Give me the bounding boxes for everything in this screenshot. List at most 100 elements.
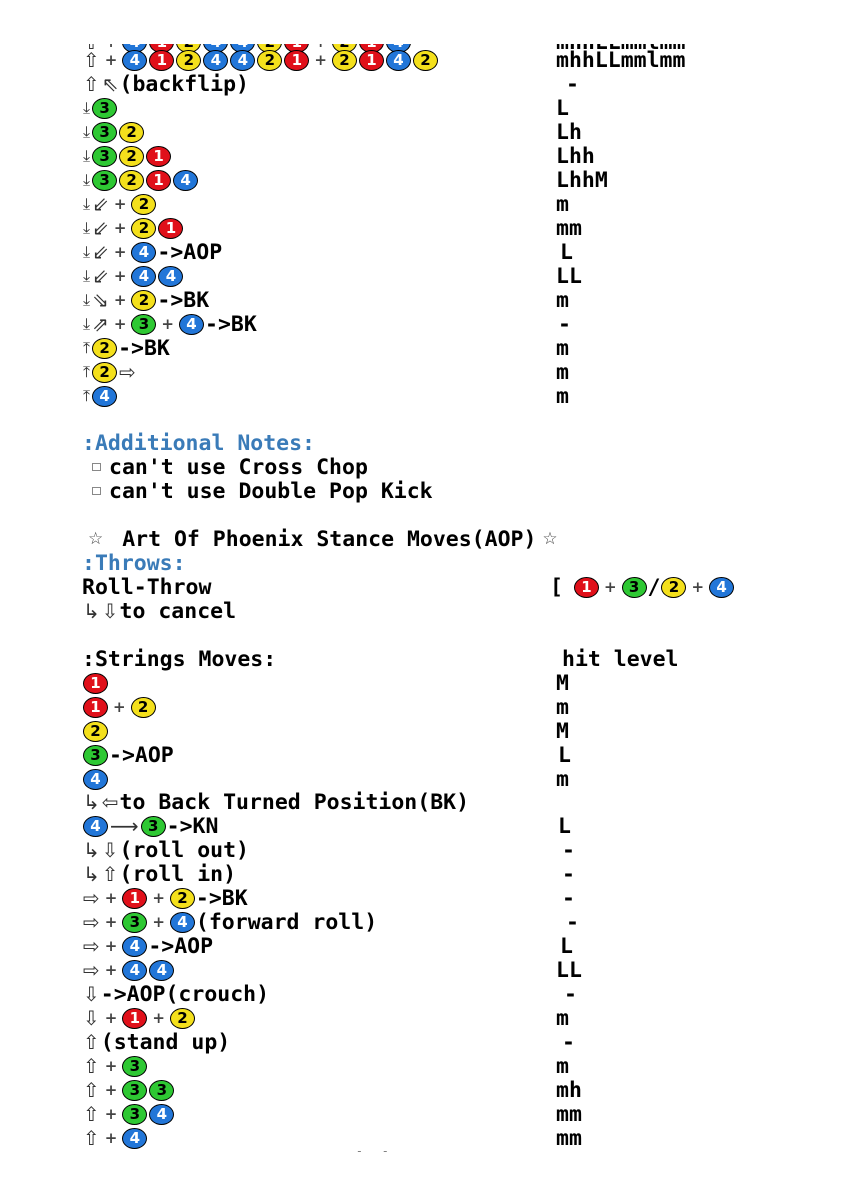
direction-arrow-icon: ⤒	[83, 338, 91, 357]
plus-icon: +	[152, 913, 165, 931]
button-2-icon: 2	[83, 720, 108, 742]
direction-arrow-icon: ⇘	[92, 288, 109, 312]
plus-icon: +	[152, 1009, 165, 1027]
hit-level: -	[566, 909, 579, 935]
move-command: ⇩+1+2	[82, 1006, 196, 1030]
plus-icon: +	[104, 1129, 118, 1147]
move-command: can't use Double Pop Kick	[82, 479, 433, 504]
button-2-icon: 2	[92, 361, 118, 383]
move-row: ⤒2⇨m	[0, 360, 843, 385]
button-3-icon: 3	[621, 576, 647, 598]
button-4-icon: 4	[203, 49, 229, 71]
button-4-icon: 4	[131, 265, 157, 287]
button-2-icon: 2	[331, 49, 357, 71]
move-row: ⇨+3+4(forward roll)-	[0, 909, 843, 935]
move-text: ->KN	[166, 813, 219, 839]
move-row: ⤓⇗+3+4->BK-	[0, 311, 843, 337]
move-command: :Throws:	[82, 551, 186, 576]
direction-arrow-icon: ⇧	[83, 1078, 100, 1102]
hit-level: -	[562, 861, 575, 887]
plus-icon: +	[113, 219, 127, 237]
move-text: (roll out)	[119, 837, 249, 863]
hit-level: LL	[556, 263, 582, 289]
button-2-icon: 2	[119, 145, 145, 167]
hit-level: m	[556, 383, 569, 409]
direction-arrow-icon: ⇩	[83, 1006, 100, 1030]
button-2-icon: 2	[130, 696, 156, 718]
move-row: :Additional Notes:	[0, 431, 843, 456]
move-row: ⤓⇙+2 m	[0, 191, 843, 217]
move-text: can't use Cross Chop	[109, 454, 368, 480]
button-2-icon: 2	[661, 576, 687, 598]
move-command: ⤓⇙+2	[82, 192, 157, 216]
plus-icon: +	[161, 315, 174, 333]
direction-arrow-icon: ↳	[83, 790, 100, 814]
button-4-icon: 4	[149, 1103, 175, 1125]
move-command: ⤓⇘+2->BK	[82, 288, 209, 313]
plus-icon: +	[104, 1105, 118, 1123]
button-1-icon: 1	[149, 49, 175, 71]
throw-input: [1+3/2+4	[550, 574, 735, 600]
move-row: :Strings Moves:hit level	[0, 647, 843, 672]
move-command: :Additional Notes:	[82, 431, 315, 456]
move-row: can't use Double Pop Kick	[0, 479, 843, 504]
move-row: ↳⇦to Back Turned Position(BK)	[0, 790, 843, 815]
move-command: ⤓3	[82, 96, 118, 120]
move-text: ->AOP	[157, 239, 223, 265]
button-1-icon: 1	[146, 169, 172, 191]
hit-level: mm	[556, 1101, 582, 1127]
direction-arrow-icon: ⤓	[83, 266, 91, 285]
plus-icon: +	[113, 267, 127, 285]
move-command: can't use Cross Chop	[82, 454, 368, 480]
hit-level: mm	[556, 215, 582, 241]
hit-level: LL	[556, 957, 582, 983]
move-command: ⇧+4	[82, 1126, 148, 1150]
plus-icon: +	[603, 578, 617, 596]
direction-arrow-icon: ⤓	[83, 194, 91, 213]
hit-level: M	[556, 670, 569, 696]
move-text: (backflip)	[119, 71, 249, 97]
button-2-icon: 2	[412, 49, 438, 71]
move-text: ->BK	[118, 335, 170, 361]
button-4-icon: 4	[122, 49, 148, 71]
button-4-icon: 4	[122, 935, 148, 957]
button-1-icon: 1	[83, 672, 108, 694]
direction-arrow-icon: ⤓	[83, 290, 91, 309]
hit-level: mhhLLmmlmm	[556, 47, 686, 73]
plus-icon: +	[113, 315, 127, 333]
move-command: Roll-Throw	[82, 575, 211, 600]
plus-icon: +	[104, 913, 118, 931]
direction-arrow-icon: ⟶	[110, 814, 139, 838]
hit-level: mh	[556, 1077, 582, 1103]
direction-arrow-icon: ⇖	[101, 72, 119, 96]
button-3-icon: 3	[140, 815, 166, 837]
direction-arrow-icon: ↳	[83, 599, 100, 623]
hit-level: Lh	[556, 119, 582, 145]
move-row: can't use Cross Chop	[0, 454, 843, 480]
move-command: ⇩->AOP(crouch)	[82, 982, 269, 1007]
hit-level: L	[560, 239, 573, 265]
hit-level: m	[556, 191, 569, 217]
move-command: 3->AOP	[82, 743, 174, 768]
move-text: /	[647, 574, 661, 600]
direction-arrow-icon: ⇨	[83, 886, 100, 910]
hit-level: -	[558, 311, 571, 337]
bullet-icon	[92, 487, 101, 495]
button-4-icon: 4	[230, 49, 256, 71]
bracket-text: [	[550, 574, 563, 600]
move-command: :Strings Moves:	[82, 647, 276, 672]
move-command: ⇧+3	[82, 1054, 148, 1078]
